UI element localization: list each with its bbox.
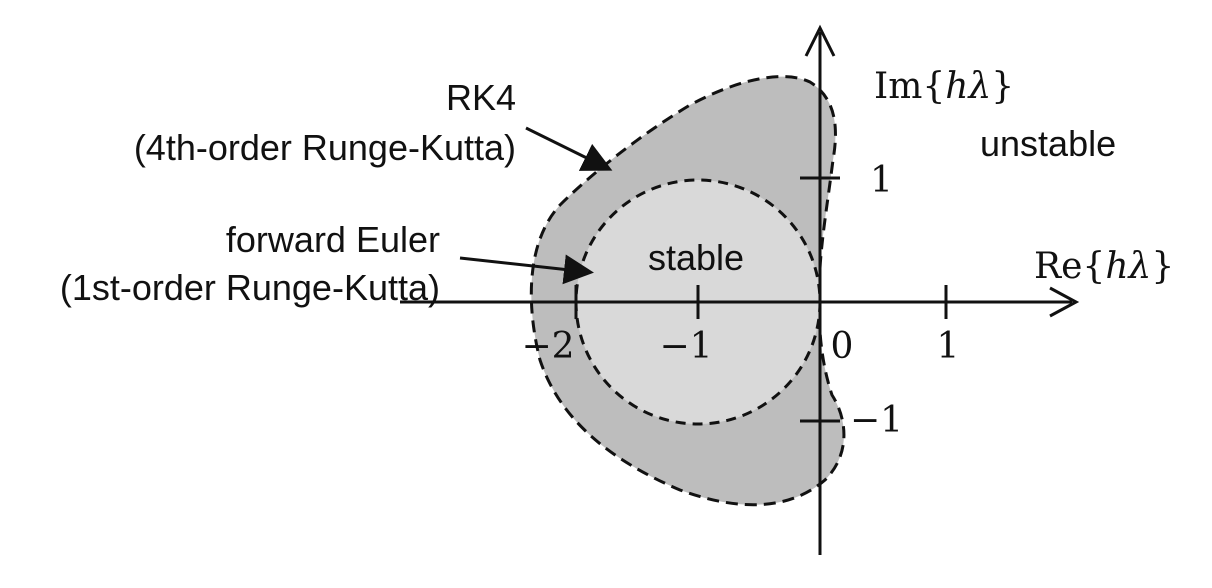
stable-label: stable — [648, 237, 744, 278]
tick-label-x-minus1: −1 — [659, 326, 712, 367]
imag-axis-label: Im{hλ} — [874, 66, 1014, 107]
real-axis-arrowhead — [1049, 286, 1080, 318]
unstable-label: unstable — [980, 123, 1116, 164]
tick-label-x-zero: 0 — [831, 326, 854, 367]
real-axis-label: Re{hλ} — [1034, 246, 1174, 287]
imag-axis-arrowhead — [804, 24, 836, 57]
euler-label-line2: (1st-order Runge-Kutta) — [60, 267, 440, 308]
tick-label-x-one: 1 — [937, 326, 960, 367]
rk4-pointer-arrow — [525, 126, 613, 171]
tick-label-y-minus1: −1 — [850, 400, 903, 441]
euler-label-line1: forward Euler — [226, 219, 440, 260]
rk4-label-line1: RK4 — [446, 77, 516, 118]
rk4-label-line2: (4th-order Runge-Kutta) — [134, 127, 516, 168]
euler-pointer-arrow — [459, 254, 594, 285]
tick-label-y-one: 1 — [870, 160, 893, 201]
tick-label-x-minus2: −2 — [521, 326, 574, 367]
